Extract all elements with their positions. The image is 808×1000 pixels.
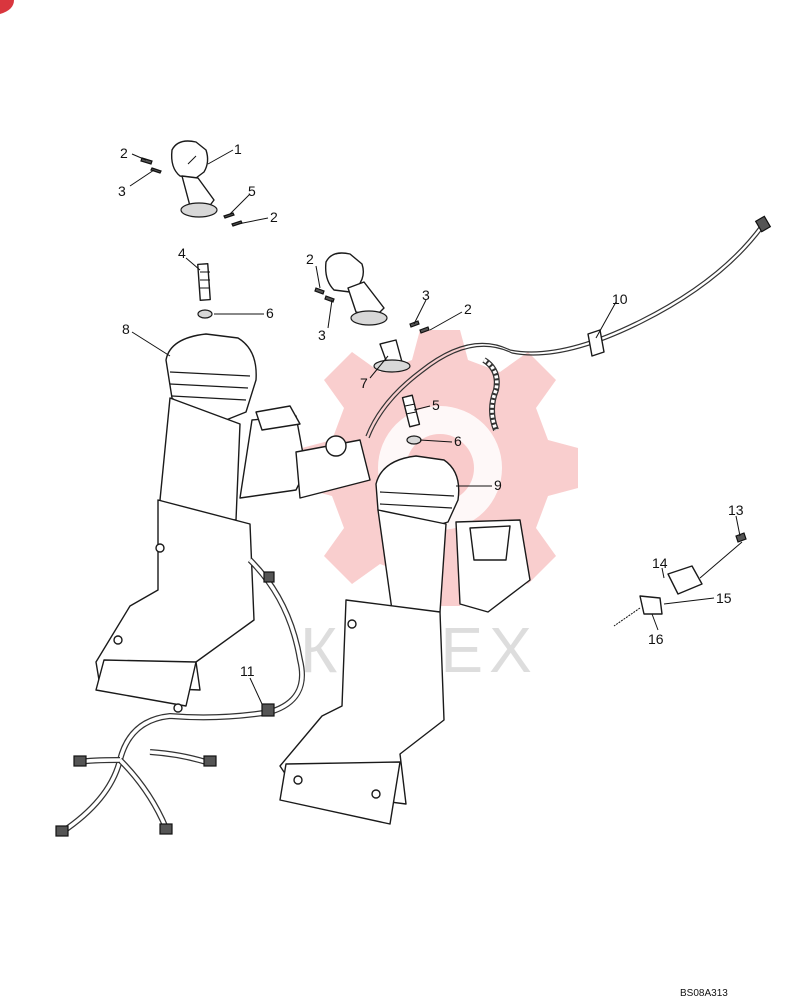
callout-2: 2 [270,209,278,225]
cable-assembly-10 [365,215,772,439]
callout-5: 5 [248,183,256,199]
callout-7: 7 [360,375,368,391]
sensor-assembly [613,532,747,627]
threaded-rod-left [197,262,211,302]
callout-11: 11 [240,663,255,679]
callout-2: 2 [306,251,314,267]
leader-lines [129,149,741,705]
callout-2: 2 [120,145,128,161]
connector [159,823,173,835]
connector [261,703,275,717]
callout-8: 8 [122,321,130,337]
callout-14: 14 [652,555,668,571]
nut-left [197,309,213,319]
callout-labels: 1 2 3 5 2 4 6 8 2 3 3 2 10 7 5 6 9 13 14… [118,141,744,679]
reference-code: BS08A313 [680,988,728,999]
left-console-bracket [95,499,255,713]
callout-1: 1 [234,141,242,157]
connector [263,571,275,583]
right-console-housing [375,455,531,613]
right-console-bracket [279,599,445,825]
callout-13: 13 [728,502,744,518]
callout-3: 3 [118,183,126,199]
callout-5: 5 [432,397,440,413]
right-grip-handle [324,252,388,326]
callout-3: 3 [422,287,430,303]
wiring-harness-left [55,557,305,837]
nut-right [406,435,422,445]
callout-10: 10 [612,291,628,307]
left-console-housing [159,333,371,521]
callout-4: 4 [178,245,186,261]
connector [73,755,87,767]
callout-15: 15 [716,590,732,606]
connector [55,825,69,837]
callout-6: 6 [454,433,462,449]
left-grip-handle [170,140,218,218]
callout-3: 3 [318,327,326,343]
callout-9: 9 [494,477,502,493]
corner-mark-icon [0,0,14,14]
connector [203,755,217,767]
cable-wire-coiled [482,357,500,432]
callout-16: 16 [648,631,664,647]
callout-6: 6 [266,305,274,321]
callout-2: 2 [464,301,472,317]
